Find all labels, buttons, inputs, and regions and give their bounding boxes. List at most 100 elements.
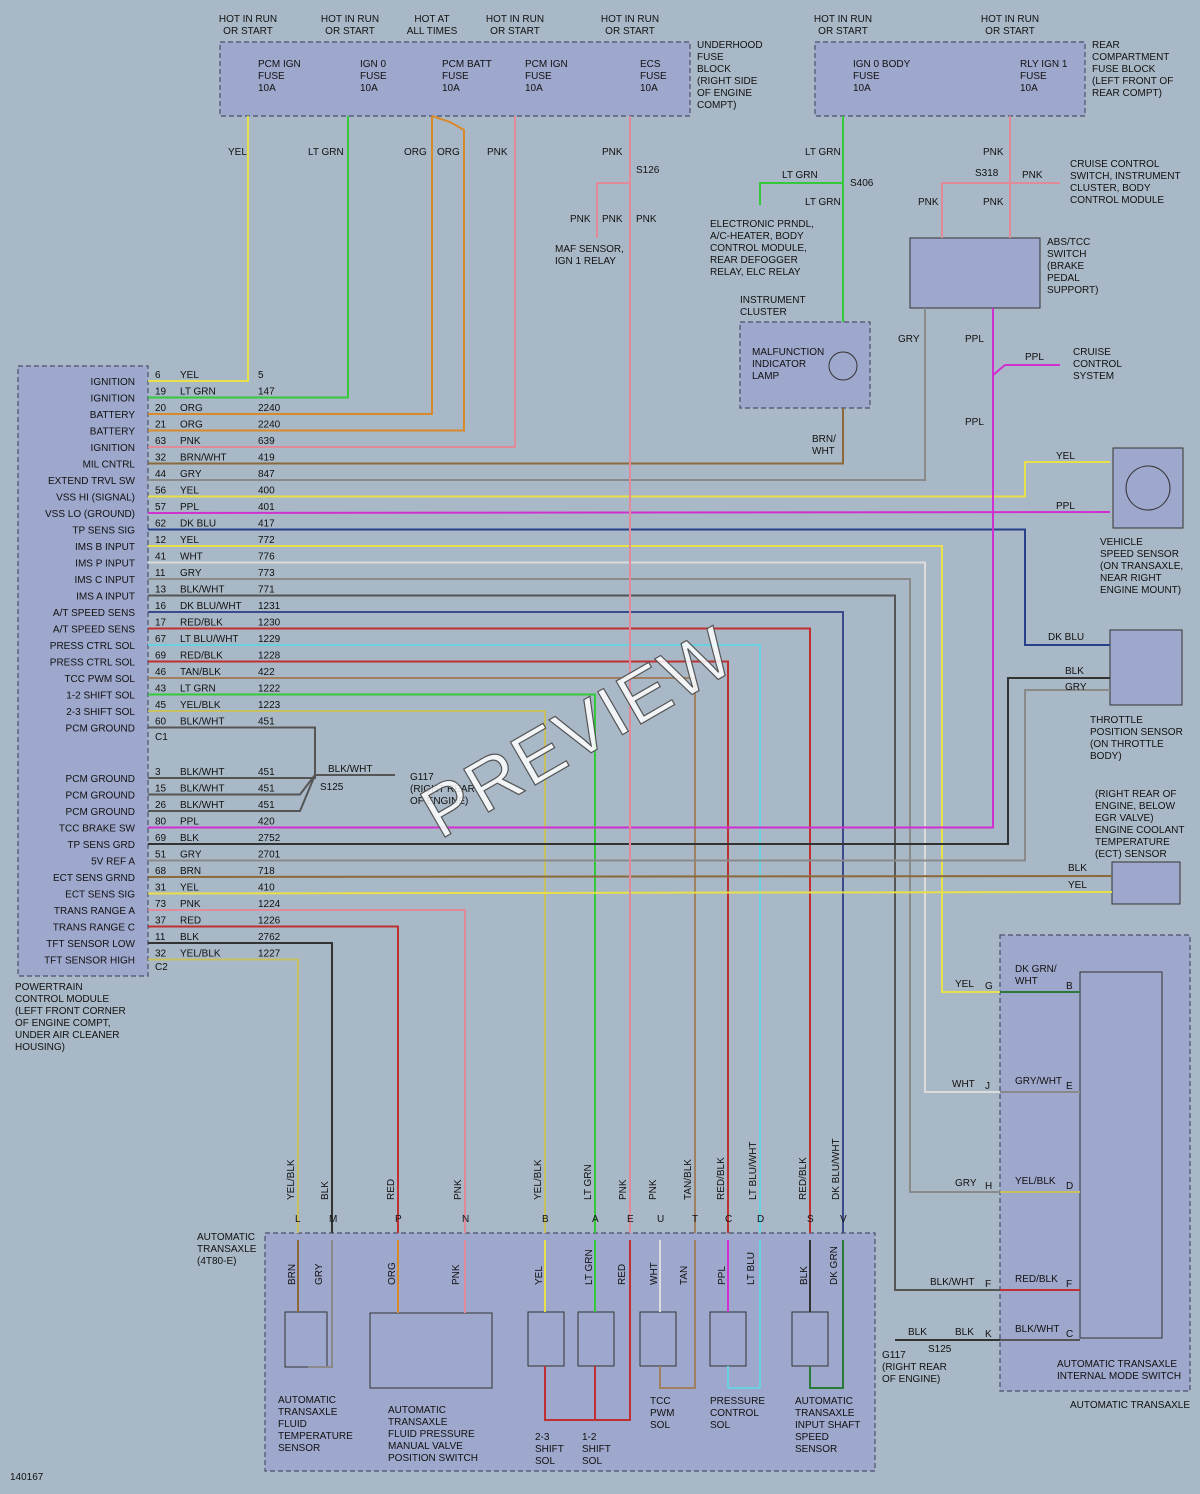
pcm-pin-color: BRN xyxy=(180,866,201,877)
maf-label: MAF SENSOR, xyxy=(555,244,624,255)
fuse-header: HOT IN RUN xyxy=(486,14,544,25)
wire-color-label: PNK xyxy=(1022,170,1043,181)
fuse-name: 10A xyxy=(1020,83,1038,94)
inner-ltblu xyxy=(727,1240,761,1389)
ims-pin: K xyxy=(985,1329,992,1340)
wire-tcc xyxy=(148,677,696,1233)
pcm-pin-name: VSS HI (SIGNAL) xyxy=(56,493,135,504)
pcm-pin-name: PCM GROUND xyxy=(66,791,135,802)
wire-color-label: PNK xyxy=(602,214,623,225)
wire-12-sol xyxy=(148,693,596,1233)
tft-label: AUTOMATIC xyxy=(278,1395,336,1406)
pcm-pin-number: 37 xyxy=(155,916,167,927)
pcm-circuit-number: 417 xyxy=(258,519,275,530)
pcm-pin-color: BLK/WHT xyxy=(180,800,224,811)
pcm-pin-number: 26 xyxy=(155,800,167,811)
pcm-pin-color: BLK/WHT xyxy=(180,717,224,728)
pcm-pin-name: A/T SPEED SENS xyxy=(53,608,135,619)
pcm-circuit-number: 400 xyxy=(258,486,275,497)
trans-pin-letter: D xyxy=(757,1214,764,1225)
trans-pin-letter: E xyxy=(627,1214,634,1225)
pcm-pin-color: PPL xyxy=(180,502,199,513)
trans-box-label: TRANSAXLE xyxy=(197,1244,257,1255)
pcm-circuit-number: 2240 xyxy=(258,420,281,431)
wire-pcs-lo xyxy=(148,660,729,1233)
instrument-cluster-label: CLUSTER xyxy=(740,307,787,318)
fuse-header: OR START xyxy=(605,26,655,37)
pcm-label: UNDER AIR CLEANER xyxy=(15,1030,119,1041)
wire-ims-b xyxy=(148,545,1000,993)
cruise-switch-label: CONTROL MODULE xyxy=(1070,195,1164,206)
wire-color-label: BRN/ xyxy=(812,434,836,445)
inner-wire-label: BLK xyxy=(799,1266,810,1285)
pcs-label: SOL xyxy=(710,1420,730,1431)
wire-color-label: YEL xyxy=(228,147,247,158)
pcm-pin-name: PRESS CTRL SOL xyxy=(50,641,136,652)
pcm-pin-name: 1-2 SHIFT SOL xyxy=(66,691,135,702)
pcm-pin-name: IGNITION xyxy=(91,394,135,405)
fuse-name: 10A xyxy=(525,83,543,94)
inner-gry xyxy=(308,1240,333,1368)
wire-color-label: BLK/WHT xyxy=(930,1277,974,1288)
ims-pin: H xyxy=(985,1181,992,1192)
trans-pin-letter: N xyxy=(462,1214,469,1225)
ims-inner-color: RED/BLK xyxy=(1015,1274,1058,1285)
trans-pin-color: RED/BLK xyxy=(798,1157,809,1200)
wire-prndl xyxy=(759,182,843,205)
pcm-circuit-number: 451 xyxy=(258,784,275,795)
rear-fuse-block xyxy=(814,41,1086,117)
tps-label: POSITION SENSOR xyxy=(1090,727,1183,738)
cruise-switch-label: CRUISE CONTROL xyxy=(1070,159,1160,170)
pcm-circuit-number: 1227 xyxy=(258,949,281,960)
tfp-label: FLUID PRESSURE xyxy=(388,1429,475,1440)
pcm-pin-color: PPL xyxy=(180,817,199,828)
ims-inner-pin: B xyxy=(1066,981,1073,992)
wire-ims-c xyxy=(148,578,1000,1193)
wire-color-label: PPL xyxy=(965,417,984,428)
wire-color-label: PNK xyxy=(636,214,657,225)
wire-color-label: PPL xyxy=(1025,352,1044,363)
pcm-pin-color: LT BLU/WHT xyxy=(180,634,239,645)
wire-color-label: YEL xyxy=(1056,451,1075,462)
tps-sensor-body xyxy=(1109,629,1183,706)
tcc-label: PWM xyxy=(650,1408,674,1419)
pcm-pin-name: EXTEND TRVL SW xyxy=(48,476,136,487)
inner-wire-label: TAN xyxy=(679,1266,690,1285)
pcm-pin-number: 46 xyxy=(155,667,167,678)
issp-label: TRANSAXLE xyxy=(795,1408,855,1419)
issp-label: AUTOMATIC xyxy=(795,1396,853,1407)
wire-color-label: WHT xyxy=(952,1079,975,1090)
pcm-pin-name: TCC PWM SOL xyxy=(64,674,135,685)
wire-mil xyxy=(148,408,844,465)
fuse-header: HOT IN RUN xyxy=(219,14,277,25)
pcm-pin-name: MIL CNTRL xyxy=(83,460,136,471)
pcm-pin-number: 17 xyxy=(155,618,167,629)
fuse-name: IGN 0 BODY xyxy=(853,59,911,70)
wire-color-label: PNK xyxy=(983,147,1004,158)
tfp-label: MANUAL VALVE xyxy=(388,1441,463,1452)
tfp-label: AUTOMATIC xyxy=(388,1405,446,1416)
pcm-pin-color: RED/BLK xyxy=(180,618,223,629)
pcm-pin-number: 41 xyxy=(155,552,167,563)
ims-inner-color: YEL/BLK xyxy=(1015,1176,1056,1187)
ims-inner-color: BLK/WHT xyxy=(1015,1324,1059,1335)
pcm-pin-name: TP SENS GRD xyxy=(67,840,135,851)
wire-color-label: YEL xyxy=(955,979,974,990)
pcm-pin-name: PCM GROUND xyxy=(66,774,135,785)
pcs-sol-body xyxy=(709,1311,747,1367)
pcm-label: POWERTRAIN xyxy=(15,982,83,993)
pcm-pin-number: 69 xyxy=(155,651,167,662)
rear-fuse-label: FUSE BLOCK xyxy=(1092,64,1156,75)
issp-label: INPUT SHAFT xyxy=(795,1420,860,1431)
pcm-circuit-number: 1224 xyxy=(258,899,281,910)
underhood-fuse-label: (RIGHT SIDE xyxy=(697,76,758,87)
tps-label: BODY) xyxy=(1090,751,1122,762)
fuse-header: OR START xyxy=(490,26,540,37)
splice-s406: S406 xyxy=(850,178,874,189)
pcm-pin-number: 32 xyxy=(155,453,167,464)
pcm-label: HOUSING) xyxy=(15,1042,65,1053)
sol12-label: SHIFT xyxy=(582,1444,611,1455)
wire-color-label: LT GRN xyxy=(308,147,344,158)
ect-label: ENGINE COOLANT xyxy=(1095,825,1184,836)
